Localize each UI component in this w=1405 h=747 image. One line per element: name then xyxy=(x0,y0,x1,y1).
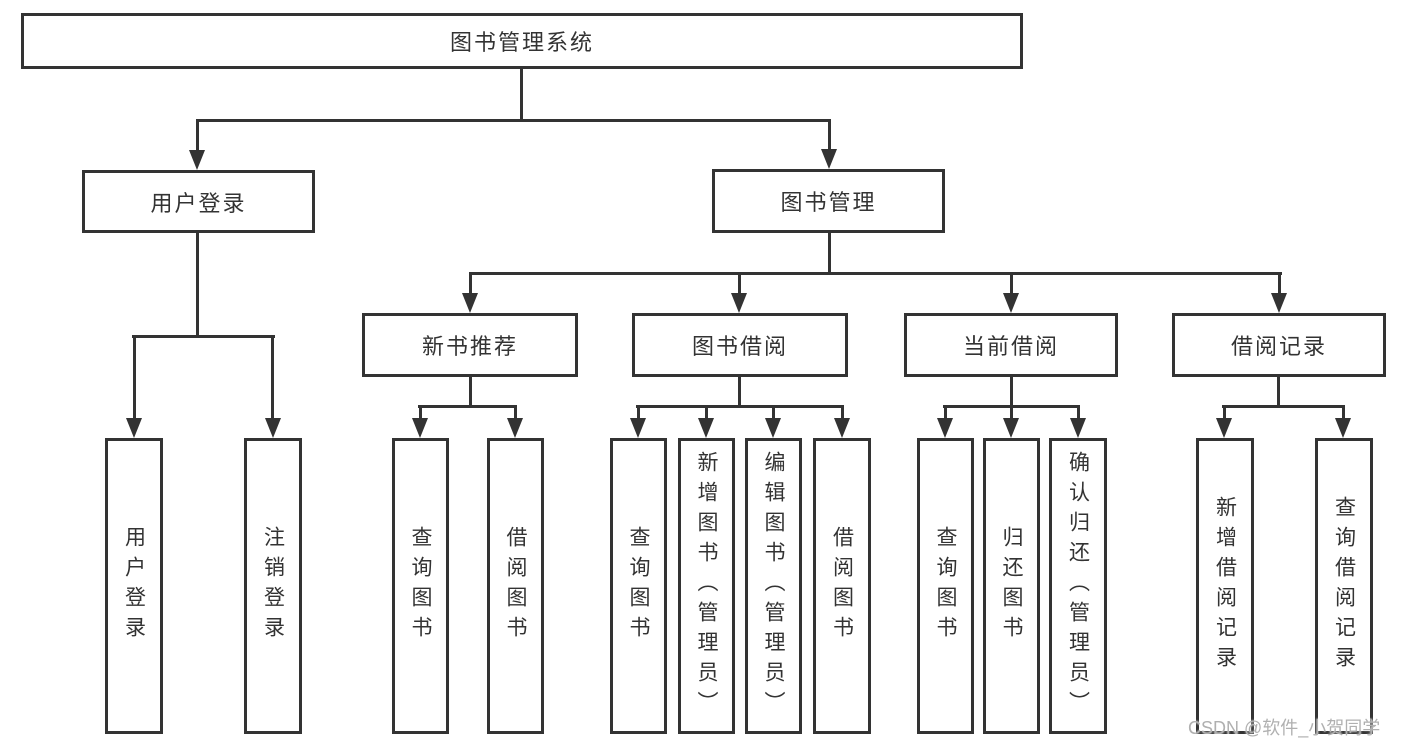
connector-stem xyxy=(1010,405,1013,420)
node-user-login: 用户登录 xyxy=(82,170,315,233)
arrow-down-icon xyxy=(189,150,205,170)
connector-stem xyxy=(738,272,741,295)
node-borrow-records-label: 借阅记录 xyxy=(1230,334,1327,359)
leaf-label: 用户登录 xyxy=(122,526,146,646)
arrow-down-icon xyxy=(507,418,523,438)
connector-stem xyxy=(705,405,708,420)
connector-stem xyxy=(772,405,775,420)
node-current-borrow: 当前借阅 xyxy=(904,313,1118,377)
leaf-recommend-borrow-books: 借阅图书 xyxy=(487,438,544,734)
arrow-down-icon xyxy=(937,418,953,438)
connector-stem xyxy=(514,405,517,420)
arrow-down-icon xyxy=(834,418,850,438)
node-book-borrow-label: 图书借阅 xyxy=(691,334,788,359)
arrow-down-icon xyxy=(765,418,781,438)
node-new-book-recommend-label: 新书推荐 xyxy=(421,334,518,359)
leaf-borrow-query-books: 查询图书 xyxy=(610,438,667,734)
node-new-book-recommend: 新书推荐 xyxy=(362,313,578,377)
node-root-label: 图书管理系统 xyxy=(449,30,594,55)
arrow-down-icon xyxy=(126,418,142,438)
arrow-down-icon xyxy=(1335,418,1351,438)
leaf-confirm-return-admin: 确认归还（管理员） xyxy=(1049,438,1107,734)
leaf-label: 新增借阅记录 xyxy=(1213,496,1237,676)
arrow-down-icon xyxy=(698,418,714,438)
leaf-label: 归还图书 xyxy=(1000,526,1023,646)
arrow-down-icon xyxy=(1070,418,1086,438)
node-root: 图书管理系统 xyxy=(21,13,1023,69)
arrow-down-icon xyxy=(412,418,428,438)
connector-book-mgmt-bar xyxy=(469,272,1282,275)
csdn-watermark: CSDN @软件_小贺同学 xyxy=(1188,718,1381,738)
connector-stem xyxy=(1223,405,1226,420)
arrow-down-icon xyxy=(821,149,837,169)
connector-records-bar xyxy=(1222,405,1345,408)
connector-root-stem xyxy=(520,69,523,122)
connector-borrow-stem xyxy=(738,377,741,408)
connector-recommend-bar xyxy=(418,405,517,408)
leaf-label: 注销登录 xyxy=(261,526,285,646)
leaf-query-borrow-record: 查询借阅记录 xyxy=(1315,438,1373,734)
leaf-label: 编辑图书（管理员） xyxy=(762,451,785,721)
arrow-down-icon xyxy=(1003,293,1019,313)
connector-book-mgmt-stem xyxy=(828,233,831,275)
connector-root-bar xyxy=(196,119,831,122)
arrow-down-icon xyxy=(1271,293,1287,313)
node-book-management: 图书管理 xyxy=(712,169,945,233)
leaf-label: 查询图书 xyxy=(934,526,957,646)
connector-records-stem xyxy=(1277,377,1280,407)
connector-stem xyxy=(133,335,136,420)
node-borrow-records: 借阅记录 xyxy=(1172,313,1386,377)
leaf-label: 查询图书 xyxy=(627,526,650,646)
connector-stem xyxy=(419,405,422,420)
connector-stem xyxy=(196,119,199,152)
leaf-user-login: 用户登录 xyxy=(105,438,163,734)
leaf-logout: 注销登录 xyxy=(244,438,302,734)
leaf-add-borrow-record: 新增借阅记录 xyxy=(1196,438,1254,734)
leaf-label: 查询借阅记录 xyxy=(1332,496,1356,676)
arrow-down-icon xyxy=(1003,418,1019,438)
arrow-down-icon xyxy=(265,418,281,438)
connector-stem xyxy=(469,272,472,295)
arrow-down-icon xyxy=(1216,418,1232,438)
connector-recommend-stem xyxy=(469,377,472,408)
leaf-current-query-books: 查询图书 xyxy=(917,438,974,734)
connector-stem xyxy=(841,405,844,420)
connector-borrow-bar xyxy=(636,405,844,408)
leaf-label: 确认归还（管理员） xyxy=(1066,451,1090,721)
arrow-down-icon xyxy=(630,418,646,438)
leaf-label: 借阅图书 xyxy=(504,526,527,646)
node-book-borrow: 图书借阅 xyxy=(632,313,848,377)
leaf-label: 借阅图书 xyxy=(830,526,854,646)
leaf-recommend-query-books: 查询图书 xyxy=(392,438,449,734)
leaf-return-books: 归还图书 xyxy=(983,438,1040,734)
connector-current-stem xyxy=(1010,377,1013,407)
connector-stem xyxy=(1278,272,1281,295)
connector-stem xyxy=(637,405,640,420)
connector-stem xyxy=(271,335,274,420)
connector-user-login-bar xyxy=(132,335,275,338)
leaf-add-books-admin: 新增图书（管理员） xyxy=(678,438,735,734)
connector-stem xyxy=(944,405,947,420)
arrow-down-icon xyxy=(462,293,478,313)
connector-stem xyxy=(828,119,831,151)
node-book-management-label: 图书管理 xyxy=(780,190,877,215)
connector-stem xyxy=(1342,405,1345,420)
leaf-label: 新增图书（管理员） xyxy=(695,451,718,721)
leaf-borrow-books: 借阅图书 xyxy=(813,438,871,734)
connector-user-login-stem xyxy=(196,233,199,337)
arrow-down-icon xyxy=(731,293,747,313)
connector-stem xyxy=(1010,272,1013,295)
leaf-edit-books-admin: 编辑图书（管理员） xyxy=(745,438,802,734)
node-user-login-label: 用户登录 xyxy=(150,190,247,216)
node-current-borrow-label: 当前借阅 xyxy=(962,334,1059,359)
leaf-label: 查询图书 xyxy=(409,526,432,646)
connector-stem xyxy=(1077,405,1080,420)
